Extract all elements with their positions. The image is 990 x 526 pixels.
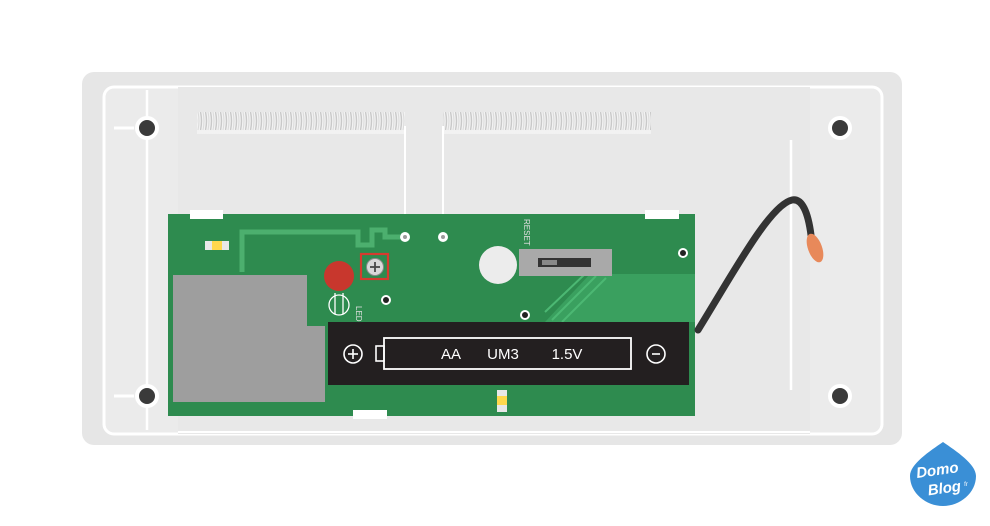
battery-outline: [375, 337, 632, 370]
battery-voltage: 1.5V: [552, 346, 583, 363]
buzzer: [479, 246, 517, 284]
pcb-trace-loop: [239, 227, 400, 272]
sensor-cable: [694, 196, 815, 334]
pcb-hole-2: [520, 310, 530, 320]
battery-holder: [328, 322, 689, 385]
screw-hole-top-left: [114, 116, 159, 140]
sensor-cable-tip: [806, 233, 824, 263]
screw-hole-bottom-left: [114, 384, 159, 408]
led-label: LED: [354, 306, 363, 322]
pcb-traces-diagonal: [544, 273, 607, 323]
reset-label: RESET: [522, 219, 531, 246]
radio-module-tab: [307, 326, 325, 402]
led-legs: [328, 293, 350, 316]
led: [324, 261, 354, 291]
logo-text-line2: Blog: [927, 478, 962, 499]
pcb-hole-1: [381, 295, 391, 305]
logo-text-line1: Domo: [915, 459, 959, 482]
screw-hole-bottom-right: [828, 384, 852, 408]
reset-switch: [519, 249, 612, 276]
battery-minus-icon: [646, 344, 666, 364]
antenna-coil-left: [197, 112, 405, 134]
antenna-coil-right: [443, 112, 651, 134]
smd-diode: [497, 390, 507, 412]
battery-size: AA: [441, 346, 461, 363]
pcb-clip-bottom: [353, 410, 387, 419]
radio-module: [173, 275, 307, 402]
pcb-clip-top-left: [190, 210, 223, 219]
battery-plus-icon: [343, 344, 363, 364]
adjust-screw-highlight: [359, 252, 390, 281]
smd-component: [205, 241, 229, 250]
adjust-screw-icon: [366, 258, 384, 276]
screw-hole-top-right: [828, 116, 852, 140]
battery-code: UM3: [487, 346, 519, 363]
pcb-clip-top-right: [645, 210, 679, 219]
logo-suffix: fr: [964, 482, 968, 488]
pcb-ground-plane: [545, 274, 695, 322]
domoblog-logo: Domo Blog fr: [905, 437, 981, 511]
pcb-hole-3: [678, 248, 688, 258]
